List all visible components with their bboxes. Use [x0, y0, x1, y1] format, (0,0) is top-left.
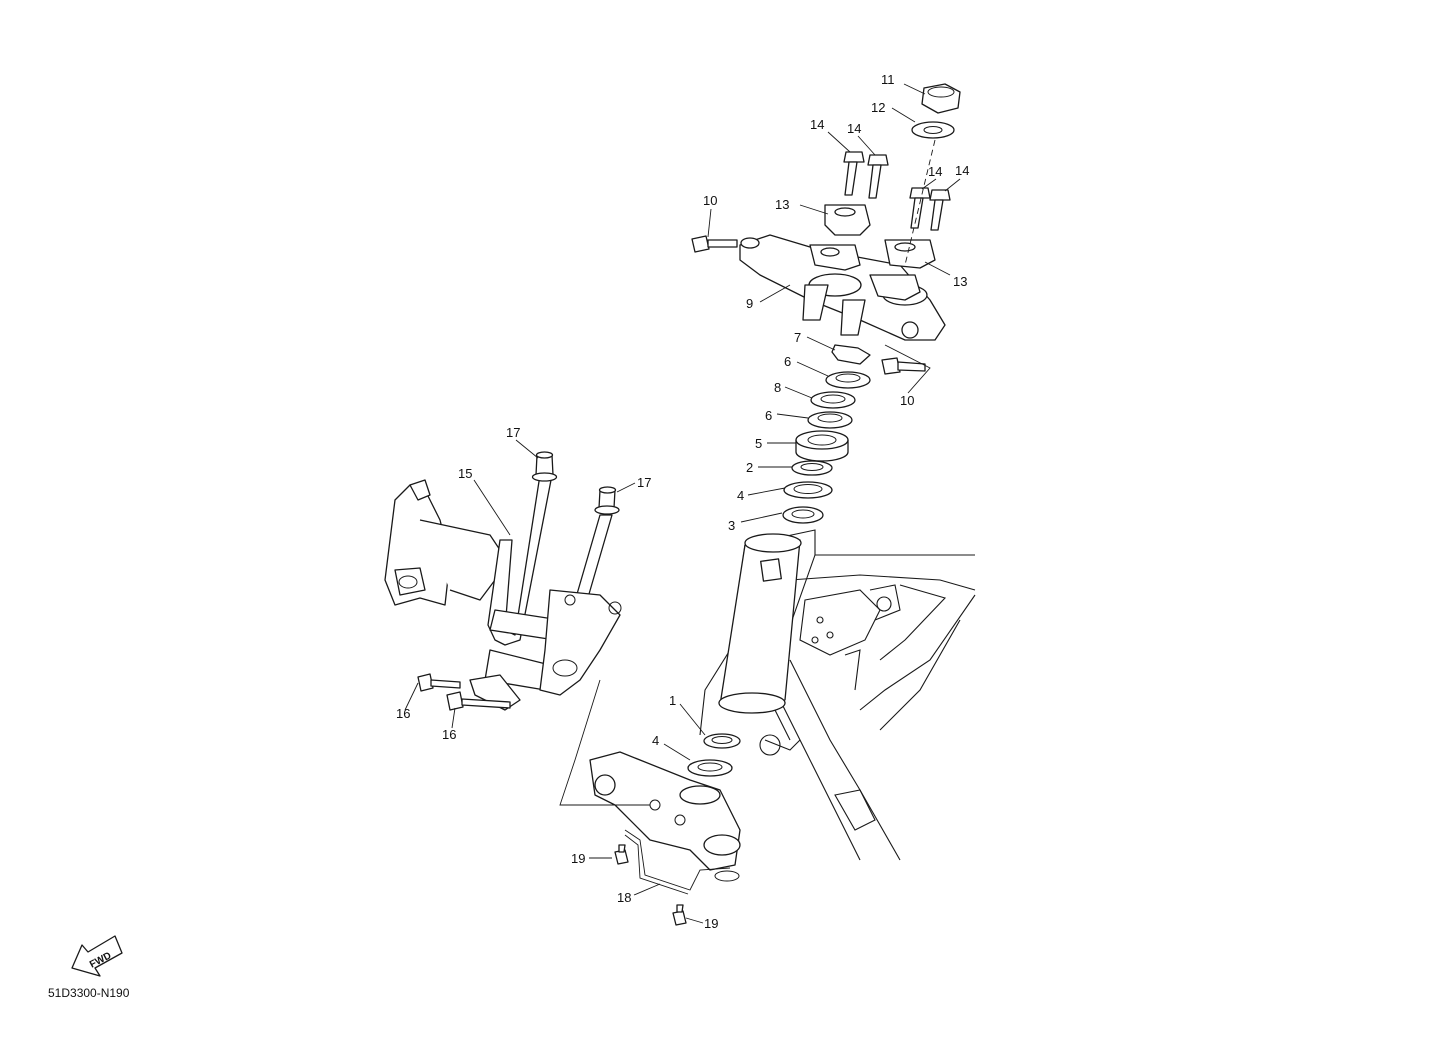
leader-lines	[404, 83, 961, 924]
callout-7: 7	[794, 330, 801, 345]
callout-11: 11	[881, 72, 895, 87]
bearing-race-bottom	[703, 733, 741, 749]
bearing-race-lower	[782, 506, 824, 524]
callout-14-d: 14	[955, 163, 969, 178]
steering-head-pipe	[718, 533, 802, 714]
bolt-14-c	[909, 187, 931, 229]
collar-17-right	[594, 486, 620, 515]
callout-16-a: 16	[396, 706, 410, 721]
callout-6-upper: 6	[784, 354, 791, 369]
handlebar-holder-lower	[869, 239, 936, 301]
callout-17-left: 17	[506, 425, 520, 440]
bolt-16-a	[417, 673, 461, 692]
callout-12: 12	[871, 100, 885, 115]
bearing-cover	[795, 430, 849, 462]
bolt-16-b	[446, 691, 511, 711]
handlebar-holder-upper	[809, 204, 871, 271]
callout-19-lower: 19	[704, 916, 718, 931]
bolt-14-d	[929, 189, 951, 231]
callout-8: 8	[774, 380, 781, 395]
callout-13-upper: 13	[775, 197, 789, 212]
bolt-19-upper	[614, 844, 629, 865]
bearing-race-upper	[791, 460, 833, 476]
bolt-14-b	[867, 154, 889, 199]
callout-19-upper: 19	[571, 851, 585, 866]
callout-3: 3	[728, 518, 735, 533]
under-bracket-box	[559, 679, 650, 806]
ball-bearing-bottom	[687, 759, 733, 777]
rubber-washer	[810, 391, 856, 409]
callout-1: 1	[669, 693, 676, 708]
bolt-14-a	[843, 151, 865, 196]
headlight-stay	[384, 474, 622, 711]
callout-4-upper: 4	[737, 488, 744, 503]
under-bracket	[589, 751, 741, 871]
callout-14-a: 14	[810, 117, 824, 132]
callout-13-lower: 13	[953, 274, 967, 289]
callout-2: 2	[746, 460, 753, 475]
bolt-10-right	[881, 357, 926, 375]
callout-9: 9	[746, 296, 753, 311]
diagram-code: 51D3300-N190	[48, 986, 130, 1000]
ring-nut-lower	[807, 411, 853, 429]
steering-stem-nut	[921, 83, 961, 114]
callout-numbers: 1 2 3 4 4 5 6 6 7 8 9 10 10 11 12 13 13 …	[396, 72, 969, 931]
callout-17-right: 17	[637, 475, 651, 490]
callout-14-b: 14	[847, 121, 861, 136]
callout-16-b: 16	[442, 727, 456, 742]
hose-guide	[624, 829, 740, 895]
stem-washer	[911, 121, 955, 139]
callout-5: 5	[755, 436, 762, 451]
stem-center-dash	[904, 139, 936, 266]
bolt-19-lower	[672, 904, 687, 926]
callout-4-lower: 4	[652, 733, 659, 748]
lock-washer	[831, 344, 871, 365]
callout-10-left: 10	[703, 193, 717, 208]
upper-bracket	[739, 234, 946, 341]
bolt-10-left	[691, 235, 738, 253]
callout-14-c: 14	[928, 164, 942, 179]
ring-nut-upper	[825, 371, 871, 389]
ball-bearing-upper	[783, 481, 833, 499]
callout-18: 18	[617, 890, 631, 905]
callout-6-lower: 6	[765, 408, 772, 423]
callout-15: 15	[458, 466, 472, 481]
collar-17-left	[531, 451, 558, 482]
fwd-arrow-icon: FWD	[71, 935, 123, 977]
callout-10-right: 10	[900, 393, 914, 408]
